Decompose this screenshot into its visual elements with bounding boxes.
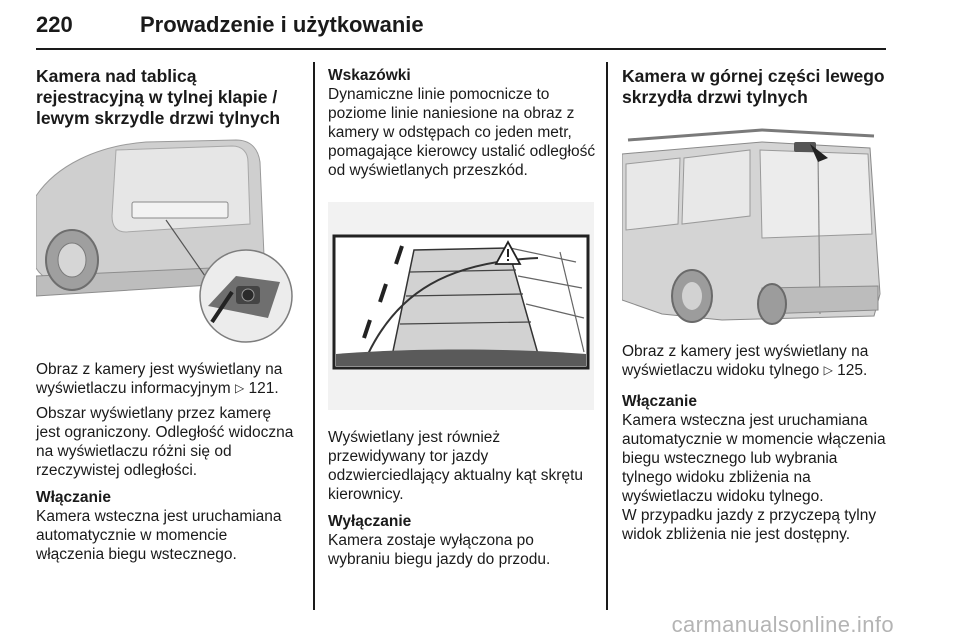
subheading: Wskazówki [328,67,411,84]
page-reference-arrow-icon: ▷ [823,363,833,377]
illustration-plate-camera [36,136,298,344]
illustration-upper-door-camera [622,124,888,338]
paragraph: Obraz z kamery jest wyświetlany na wyświ… [36,361,283,397]
page-number: 220 [36,12,73,37]
page-header: 220 Prowadzenie i użytkowanie [36,12,886,50]
illustration-camera-display [328,202,598,410]
page-reference-arrow-icon: ▷ [234,381,245,395]
warning-triangle-icon [494,240,522,265]
watermark: carmanualsonline.info [671,612,894,637]
paragraph: Dynamiczne linie pomocnicze to poziome l… [328,86,596,179]
column-divider [606,62,608,610]
paragraph: Kamera zostaje wyłączona po wybraniu bie… [328,532,551,568]
section-heading: Kamera w górnej części lewego skrzydła d… [622,66,885,107]
page-title: Prowadzenie i użytkowanie [140,12,424,37]
paragraph: Obszar wyświetlany przez kamerę jest ogr… [36,405,294,479]
subheading: Wyłączanie [328,513,412,530]
section-heading: Kamera nad tablicą rejestracyjną w tylne… [36,66,281,128]
subheading: Włączanie [622,393,697,410]
paragraph: W przypadku jazdy z przyczepą tylny wido… [622,507,877,543]
column-divider [313,62,315,610]
paragraph: Obraz z kamery jest wyświetlany na wyświ… [622,343,869,379]
header-rule [36,48,886,50]
paragraph: Kamera wsteczna jest uruchamiana automat… [622,412,886,505]
subheading: Włączanie [36,489,111,506]
paragraph: Kamera wsteczna jest uruchamiana automat… [36,508,282,563]
paragraph: Wyświetlany jest również przewidywany to… [328,429,584,503]
